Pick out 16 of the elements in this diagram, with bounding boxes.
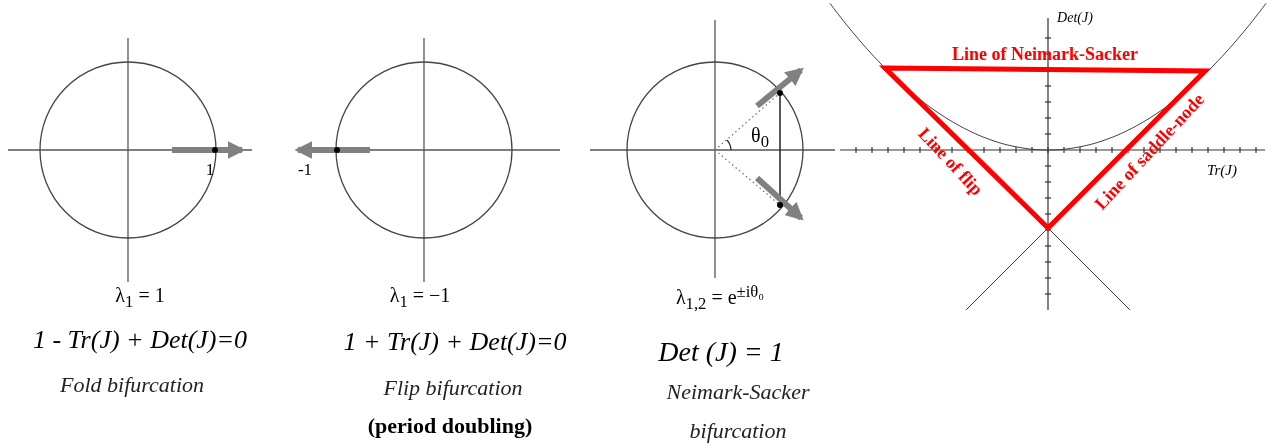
bifurcation-note: (period doubling) (367, 413, 533, 439)
axis-value: 1 (205, 160, 215, 180)
axis-label: Det(J) (1057, 10, 1093, 26)
line-label: Line of Neimark-Sacker (952, 45, 1138, 65)
bifurcation-name: Neimark-Sacker bifurcation (665, 377, 811, 445)
eigenvalue-formula: λ$_{1,2}$ = e$^{±iθ₀}$ (675, 282, 765, 314)
eigenvalue-formula: λ$_{1}$ = −1 (389, 284, 451, 312)
bifurcation-name: Fold bifurcation (60, 372, 204, 398)
axis-label: Tr(J) (1207, 161, 1237, 179)
bifurcation-name: Flip bifurcation (383, 375, 523, 401)
eigenvalue-formula: λ$_{1}$ = 1 (115, 284, 165, 312)
condition-formula: 1 + Tr(J) + Det(J)=0 (343, 327, 567, 357)
axis-value: -1 (297, 160, 313, 180)
angle-label: θ$_{0}$ (751, 124, 769, 152)
condition-formula: Det (J) = 1 (658, 336, 784, 368)
condition-formula: 1 - Tr(J) + Det(J)=0 (32, 325, 248, 355)
